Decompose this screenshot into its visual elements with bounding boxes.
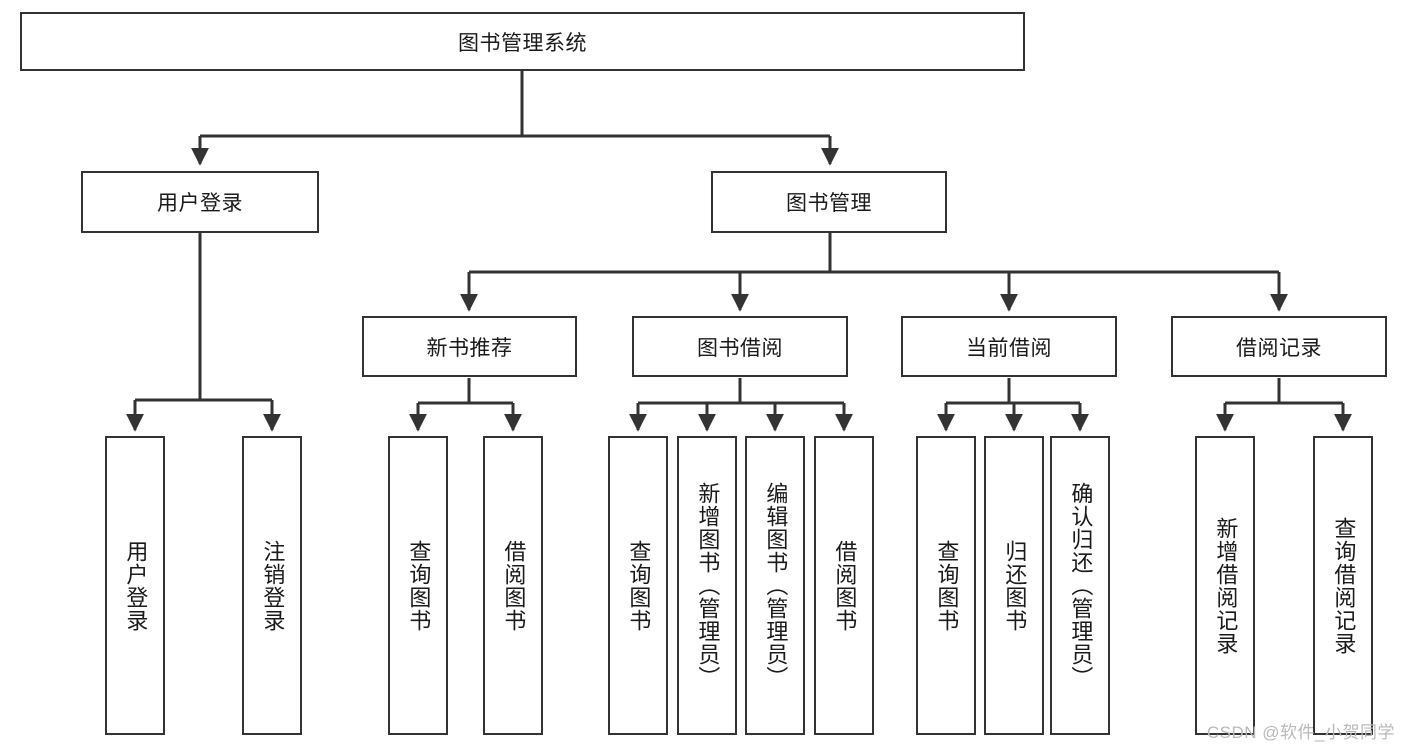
leaf-borrow-book-1-label: 借阅图书 — [501, 539, 527, 632]
leaf-add-book[interactable]: 新增图书（管理员） — [677, 436, 737, 735]
leaf-confirm-return[interactable]: 确认归还（管理员） — [1050, 436, 1110, 735]
node-new-book-recommend-label: 新书推荐 — [426, 336, 513, 360]
node-book-borrow-label: 图书借阅 — [697, 336, 783, 360]
leaf-query-book-2[interactable]: 查询图书 — [608, 436, 668, 735]
node-user-login-label: 用户登录 — [157, 192, 243, 215]
node-borrow-record[interactable]: 借阅记录 — [1171, 316, 1387, 377]
node-user-login[interactable]: 用户登录 — [81, 171, 319, 233]
leaf-query-record[interactable]: 查询借阅记录 — [1313, 436, 1373, 735]
node-current-borrow[interactable]: 当前借阅 — [901, 316, 1117, 377]
leaf-user-login-label: 用户登录 — [123, 539, 149, 632]
leaf-add-record[interactable]: 新增借阅记录 — [1195, 436, 1255, 735]
leaf-return-book[interactable]: 归还图书 — [984, 436, 1044, 735]
node-root-label: 图书管理系统 — [458, 31, 587, 55]
leaf-add-record-label: 新增借阅记录 — [1213, 516, 1239, 655]
leaf-borrow-book-1[interactable]: 借阅图书 — [483, 436, 543, 735]
leaf-return-book-label: 归还图书 — [1002, 539, 1028, 632]
node-root[interactable]: 图书管理系统 — [20, 12, 1025, 71]
leaf-borrow-book-2-label: 借阅图书 — [832, 539, 858, 632]
leaf-logout-login[interactable]: 注销登录 — [242, 436, 302, 735]
leaf-query-book-1-label: 查询图书 — [406, 539, 432, 632]
leaf-query-book-3-label: 查询图书 — [934, 539, 960, 632]
node-new-book-recommend[interactable]: 新书推荐 — [362, 316, 577, 377]
node-book-manage-label: 图书管理 — [786, 192, 872, 215]
leaf-query-book-1[interactable]: 查询图书 — [388, 436, 448, 735]
leaf-user-login[interactable]: 用户登录 — [105, 436, 165, 735]
leaf-edit-book-label: 编辑图书（管理员） — [763, 482, 789, 689]
leaf-query-book-3[interactable]: 查询图书 — [916, 436, 976, 735]
node-book-manage[interactable]: 图书管理 — [711, 171, 947, 233]
leaf-confirm-return-label: 确认归还（管理员） — [1068, 482, 1094, 689]
node-borrow-record-label: 借阅记录 — [1236, 336, 1322, 360]
leaf-query-record-label: 查询借阅记录 — [1331, 516, 1357, 655]
leaf-add-book-label: 新增图书（管理员） — [695, 482, 721, 689]
leaf-borrow-book-2[interactable]: 借阅图书 — [814, 436, 874, 735]
leaf-logout-login-label: 注销登录 — [260, 539, 286, 632]
leaf-query-book-2-label: 查询图书 — [626, 539, 652, 632]
leaf-edit-book[interactable]: 编辑图书（管理员） — [745, 436, 805, 735]
node-book-borrow[interactable]: 图书借阅 — [632, 316, 848, 377]
node-current-borrow-label: 当前借阅 — [966, 336, 1052, 360]
